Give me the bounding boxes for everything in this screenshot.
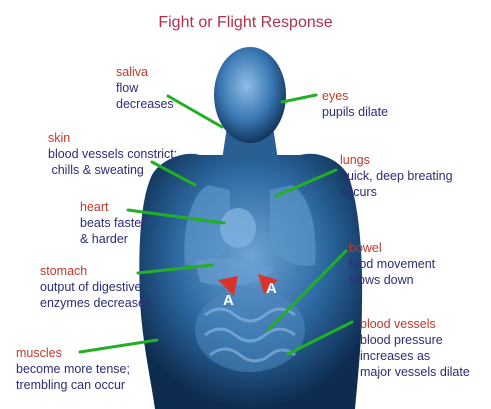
label-eyes-text: pupils dilate xyxy=(322,105,389,119)
label-blood-vessels: blood vessels blood pressure increases a… xyxy=(360,316,470,380)
stomach-shape xyxy=(195,258,275,286)
label-saliva: saliva flow decreases xyxy=(116,64,174,112)
lung-right-shape xyxy=(270,185,316,266)
label-blood-vessels-text: blood pressure increases as major vessel… xyxy=(360,333,470,379)
label-saliva-heading: saliva xyxy=(116,65,148,79)
diagram-title: Fight or Flight Response xyxy=(158,14,333,31)
label-skin: skin blood vessels constrict; chills & s… xyxy=(48,130,177,178)
adrenal-mark-right: A xyxy=(266,280,277,297)
pointer-skin xyxy=(150,160,197,187)
pointer-lines xyxy=(78,93,354,356)
adrenal-left-shape xyxy=(218,276,238,296)
label-heart-heading: heart xyxy=(80,200,109,214)
label-blood-vessels-heading: blood vessels xyxy=(360,317,436,331)
label-lungs-heading: lungs xyxy=(340,153,370,167)
label-stomach-text: output of digestive enzymes decreases xyxy=(40,280,152,310)
label-bowel-heading: bowel xyxy=(349,241,382,255)
pointer-bowel xyxy=(266,249,348,332)
label-bowel: bowel food movement slows down xyxy=(349,240,435,288)
label-heart-text: beats faster & harder xyxy=(80,216,146,246)
label-eyes-heading: eyes xyxy=(322,89,349,103)
label-lungs-text: quick, deep breating occurs xyxy=(340,169,453,199)
label-saliva-text: flow decreases xyxy=(116,81,174,111)
label-heart: heart beats faster & harder xyxy=(80,199,145,247)
pointer-saliva xyxy=(166,94,224,129)
head-silhouette xyxy=(214,47,286,143)
label-lungs: lungs quick, deep breating occurs xyxy=(340,152,453,200)
pointer-muscles xyxy=(78,338,159,354)
heart-shape xyxy=(220,208,256,248)
label-muscles-text: become more tense; trembling can occur xyxy=(16,362,130,392)
label-muscles-heading: muscles xyxy=(16,346,62,360)
label-skin-text: blood vessels constrict; chills & sweati… xyxy=(48,147,178,177)
adrenal-right-shape xyxy=(258,274,278,294)
pointer-eyes xyxy=(280,93,318,104)
lung-left-shape xyxy=(184,185,230,266)
label-bowel-text: food movement slows down xyxy=(349,257,436,287)
pointer-blood-vessels xyxy=(286,320,354,356)
pointer-heart xyxy=(126,208,226,225)
adrenal-mark-left: A xyxy=(223,292,234,309)
label-stomach: stomach output of digestive enzymes decr… xyxy=(40,263,151,311)
pointer-lungs xyxy=(274,168,338,198)
label-muscles: muscles become more tense; trembling can… xyxy=(16,345,130,393)
pointer-stomach xyxy=(136,263,214,275)
label-eyes: eyes pupils dilate xyxy=(322,88,388,120)
label-stomach-heading: stomach xyxy=(40,264,88,278)
label-skin-heading: skin xyxy=(48,131,71,145)
